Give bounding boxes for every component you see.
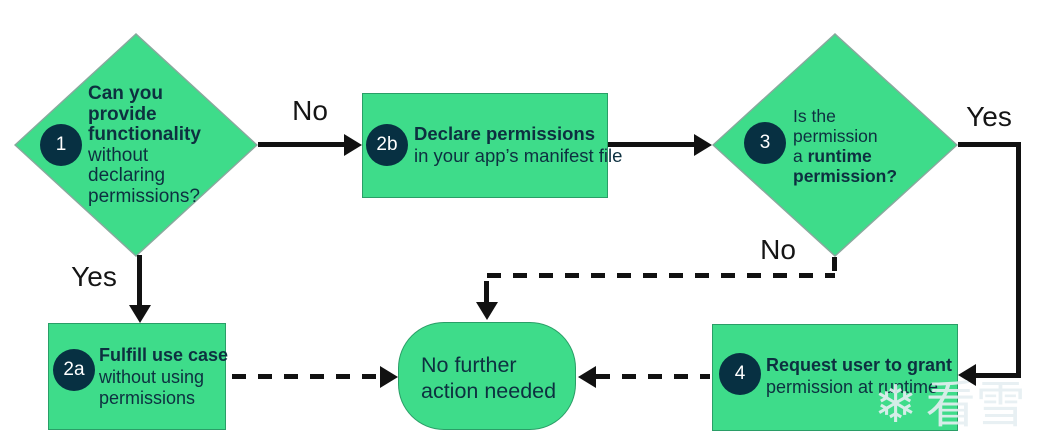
edge-q3-done-line-vertical bbox=[484, 281, 489, 304]
edge-q3-s4-line-top bbox=[958, 142, 1021, 147]
edge-q3-s4-arrowhead bbox=[958, 364, 976, 386]
edge-q3-s4-line-vertical bbox=[1016, 142, 1021, 378]
edge-s2b-q3-line bbox=[608, 142, 696, 147]
edge-q1-s2b-arrowhead bbox=[344, 134, 362, 156]
edge-label-no-top: No bbox=[292, 95, 328, 126]
step-badge-2b: 2b bbox=[366, 124, 408, 166]
step-badge-1-label: 1 bbox=[55, 134, 67, 155]
edge-s4-done-arrowhead bbox=[578, 366, 596, 388]
edge-label-no-middle: No bbox=[760, 234, 796, 265]
edge-q1-s2a-arrowhead bbox=[129, 305, 151, 323]
step-node-2b-text: Declare permissions in your app’s manife… bbox=[414, 123, 623, 166]
step-badge-4-label: 4 bbox=[734, 363, 746, 384]
edge-s4-done-dashed-line bbox=[596, 374, 710, 379]
step-badge-4: 4 bbox=[719, 353, 761, 395]
edge-s2a-done-dashed-line bbox=[232, 374, 380, 379]
edge-q3-done-dashed-line bbox=[487, 273, 835, 278]
step-badge-3-label: 3 bbox=[759, 132, 771, 153]
step-node-4-text: Request user to grant permission at runt… bbox=[766, 355, 953, 397]
edge-q3-done-arrowhead bbox=[476, 302, 498, 320]
step-badge-3: 3 bbox=[744, 122, 786, 164]
step-badge-2a: 2a bbox=[53, 349, 95, 391]
step-badge-2b-label: 2b bbox=[376, 134, 398, 155]
edge-q1-s2b-line bbox=[258, 142, 348, 147]
edge-s2a-done-arrowhead bbox=[380, 366, 398, 388]
edge-q1-s2a-line bbox=[137, 255, 142, 307]
edge-s2b-q3-arrowhead bbox=[694, 134, 712, 156]
edge-q3-s4-line-bottom bbox=[974, 373, 1021, 378]
step-node-2a-text: Fulfill use case without using permissio… bbox=[99, 345, 229, 408]
terminal-node-done bbox=[398, 322, 576, 430]
decision-node-1-text: Can you provide functionality without de… bbox=[88, 83, 201, 207]
terminal-node-done-text: No further action needed bbox=[421, 353, 557, 403]
step-badge-1: 1 bbox=[40, 124, 82, 166]
decision-node-3-text: Is the permission a runtime permission? bbox=[793, 106, 898, 186]
edge-label-yes-left: Yes bbox=[71, 261, 117, 292]
edge-q3-done-stub bbox=[832, 257, 837, 271]
edge-label-yes-right: Yes bbox=[966, 101, 1012, 132]
step-badge-2a-label: 2a bbox=[63, 359, 85, 380]
